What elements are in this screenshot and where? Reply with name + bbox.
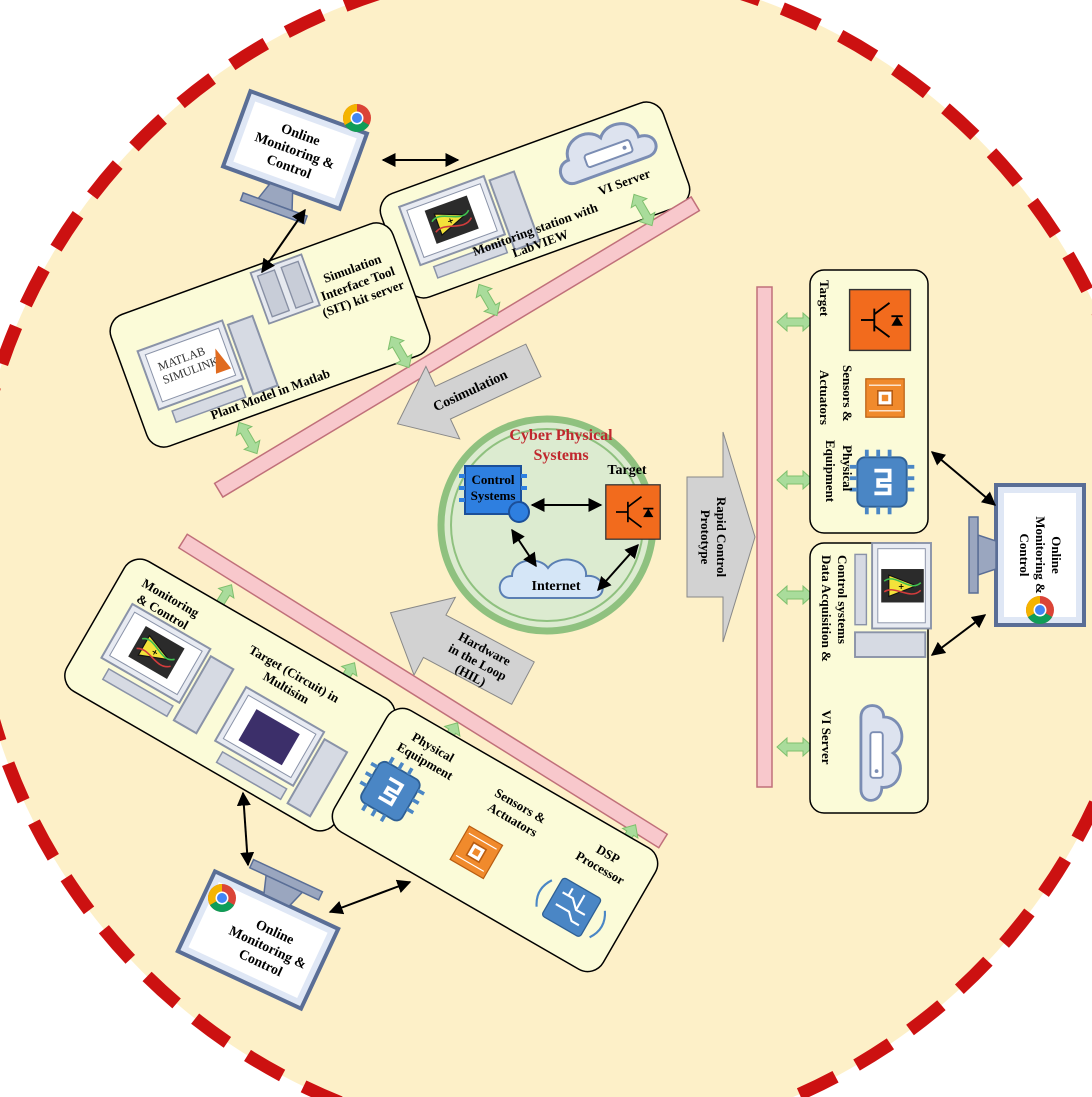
rcp-line2: Prototype <box>698 510 713 565</box>
matlab-workstation: MATLAB SIMULINK <box>136 309 279 428</box>
online-right-line3: Control <box>1017 533 1032 576</box>
physical-chip-icon <box>847 447 917 517</box>
arrow-right-bottom <box>930 614 987 656</box>
arrow-online-matlab <box>261 208 306 274</box>
arrow-control-internet <box>511 528 537 568</box>
right-group: Target Actuators Sensors & Equipment Phy… <box>756 269 1086 814</box>
daq-workstation <box>854 542 932 658</box>
online-monitor-top: Online Monitoring & Control <box>220 88 370 225</box>
chrome-icon <box>1026 596 1054 624</box>
physical-line1: Physical <box>840 445 855 492</box>
rcp-line1: Rapid Control <box>714 497 729 578</box>
bus-bottom <box>177 533 669 849</box>
vi-server-right-label: VI Server <box>819 710 834 765</box>
arrow-bottom-multisim <box>236 791 255 867</box>
multisim-chip-icon <box>238 709 300 766</box>
sensor-icon <box>864 377 906 419</box>
daq-line1: Data Acquisition & <box>819 555 834 662</box>
cps-title-line1: Cyber Physical <box>509 427 613 444</box>
target-actuators-line2: Actuators <box>817 370 832 425</box>
matlab-peak-icon <box>215 348 232 374</box>
online-right-line1: Online <box>1049 536 1064 574</box>
arrow-right-top <box>930 451 997 506</box>
chrome-icon <box>208 884 236 912</box>
bus-top <box>213 195 701 499</box>
labview-icon <box>880 568 925 604</box>
online-monitor-right: Online Monitoring & Control <box>968 483 1086 627</box>
cps-target-icon <box>604 483 662 541</box>
chrome-icon <box>343 104 371 132</box>
online-right-line2: Monitoring & <box>1033 516 1048 594</box>
control-systems-line1: Control <box>471 472 514 487</box>
arrow-target-internet <box>597 543 639 592</box>
bus-right <box>756 286 773 788</box>
cps-target-label: Target <box>607 463 646 478</box>
rcp-arrow: Rapid Control Prototype <box>686 431 756 643</box>
top-group: Online Monitoring & Control VI Server Mo… <box>109 88 701 499</box>
control-systems-line2: Systems <box>471 488 516 503</box>
cps-title-line2: Systems <box>533 447 588 464</box>
arrow-bottom-physical <box>328 879 412 915</box>
multisim-pc <box>205 686 352 818</box>
internet-label: Internet <box>532 579 581 594</box>
control-systems-chip: Control Systems <box>459 465 530 523</box>
target-actuator-icon <box>848 288 912 352</box>
target-actuators-line1: Target <box>817 280 832 317</box>
sensors-line2: Equipment <box>823 440 838 503</box>
daq-line2: Control systems <box>835 555 850 644</box>
sensors-line1: Sensors & <box>840 365 855 422</box>
bottom-group: Monitoring & Control Target (Circuit) in… <box>64 533 669 1012</box>
cps-center: Cyber Physical Systems Control Systems T… <box>437 415 662 635</box>
internet-cloud: Internet <box>498 558 604 599</box>
hil-arrow: Hardware in the Loop (HIL) <box>389 596 535 706</box>
